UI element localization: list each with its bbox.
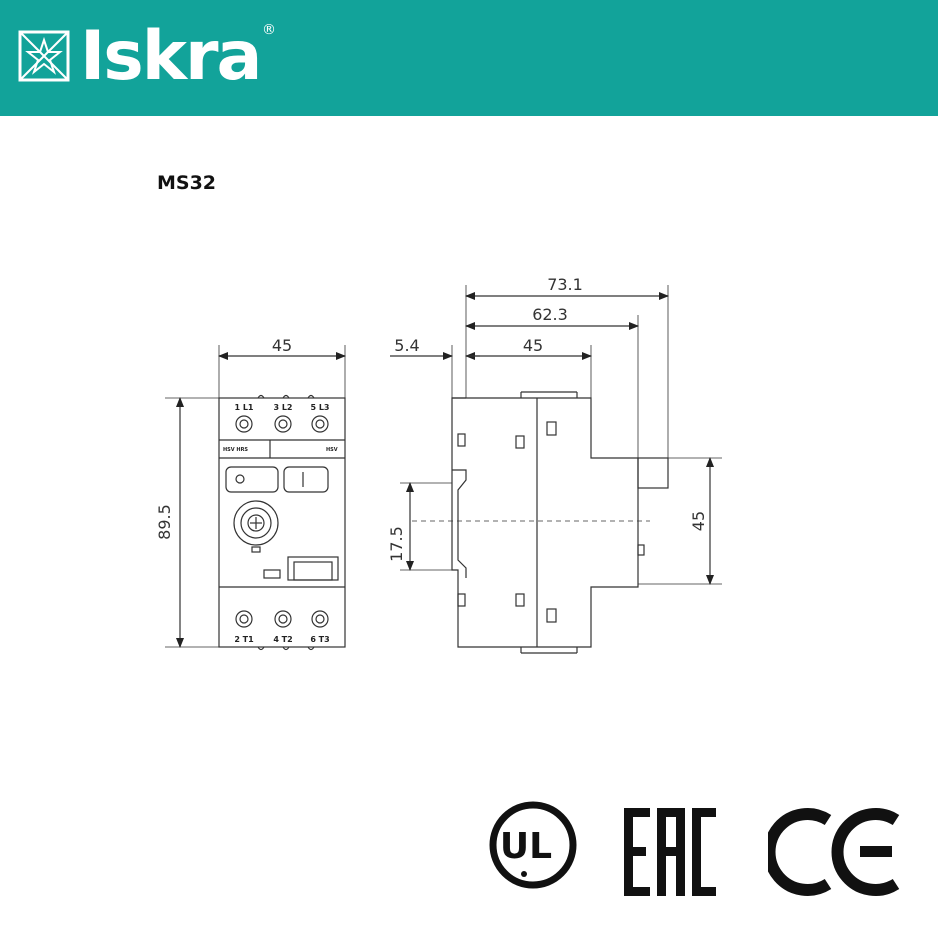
iskra-logo-icon [18,30,70,82]
eac-mark-icon [624,808,716,896]
side-view [390,285,722,654]
side-overall-dim: 73.1 [547,275,583,294]
front-height-dim: 89.5 [155,504,174,540]
side-height-dim: 45 [689,511,708,531]
brand-name: Iskra [80,17,262,96]
front-width-dim: 45 [272,336,292,355]
ul-mark-icon: UL [489,801,577,889]
terminal-label-bottom-2: 4 T2 [273,635,292,644]
side-rail-dim: 17.5 [387,526,406,562]
terminal-label-top-2: 3 L2 [273,403,292,412]
terminal-label-bottom-3: 6 T3 [310,635,329,644]
side-front-dim: 45 [523,336,543,355]
side-mid-dim: 62.3 [532,305,568,324]
top-terminal-screws [235,415,329,628]
registered-mark: ® [262,22,276,38]
front-label-left: HSV HRS [223,447,248,453]
side-offset-dim: 5.4 [394,336,419,355]
front-view [165,345,346,651]
terminal-label-top-3: 5 L3 [310,403,329,412]
header-bar: Iskra ® [0,0,938,116]
front-label-right: HSV [326,447,338,453]
ce-mark-icon [768,808,900,896]
product-model: MS32 [157,172,217,194]
ul-letter-u: UL [500,826,552,867]
terminal-label-top-1: 1 L1 [234,403,253,412]
terminal-label-bottom-1: 2 T1 [234,635,254,644]
